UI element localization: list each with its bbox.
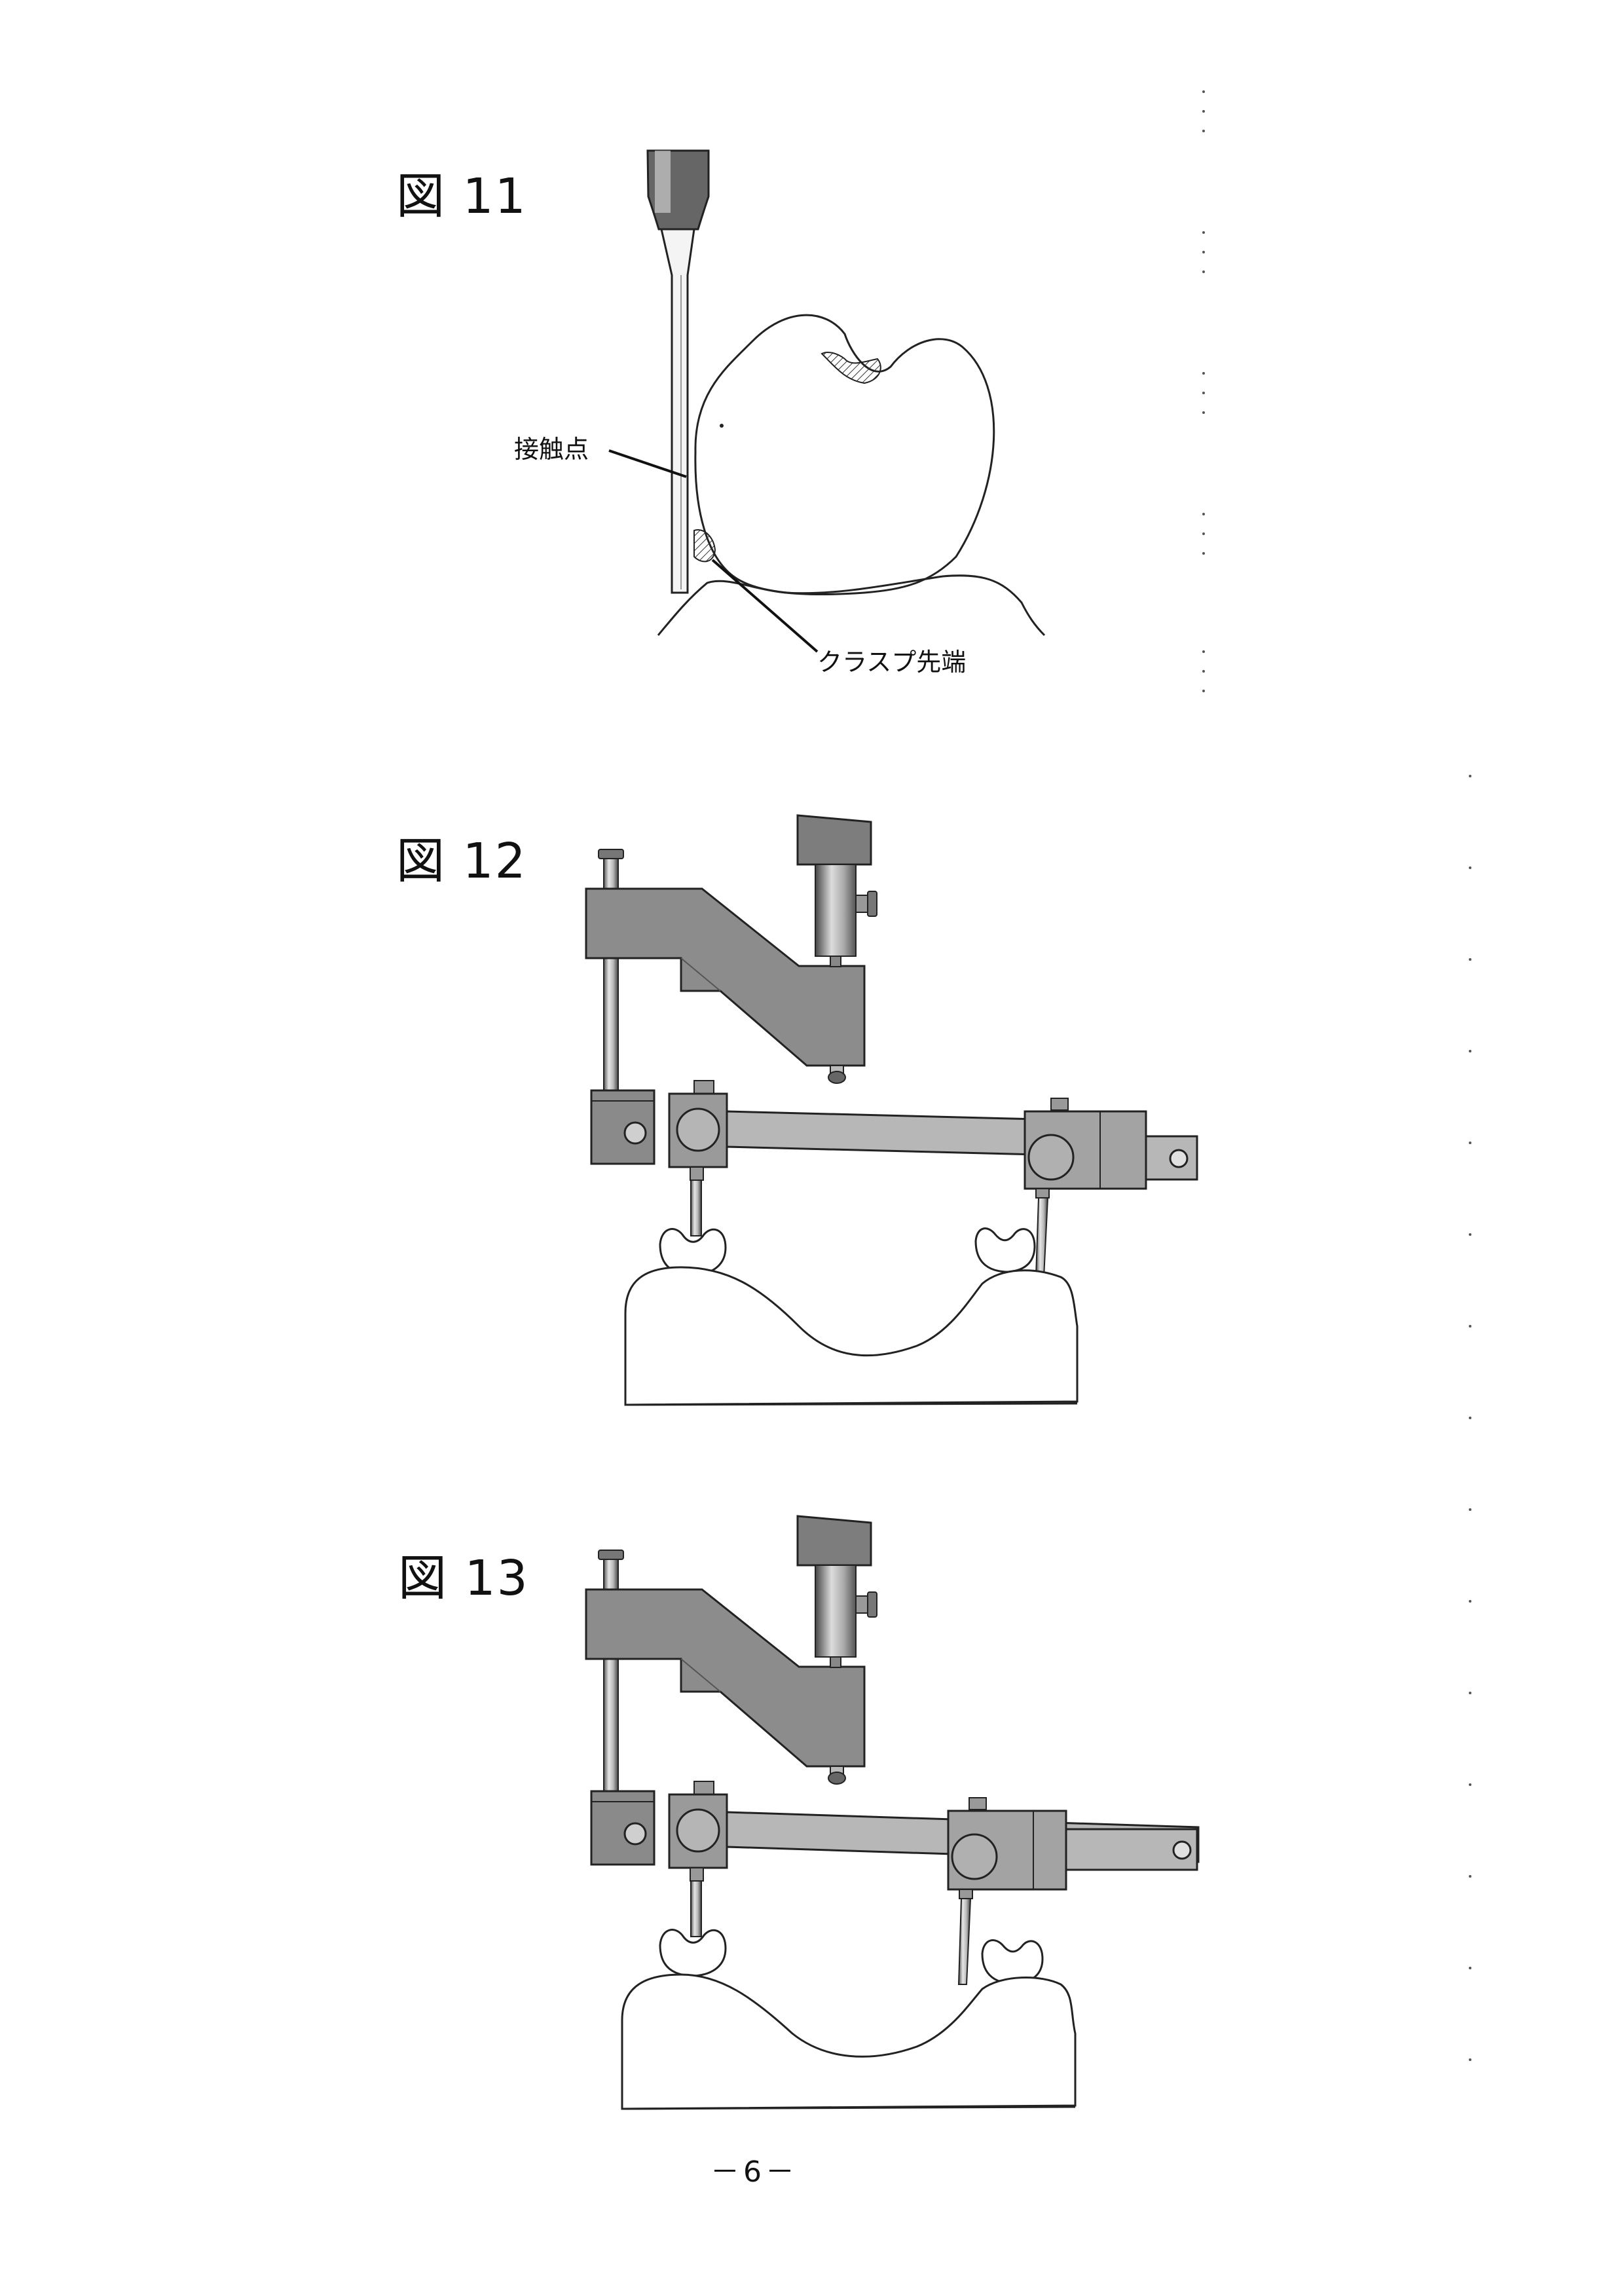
contact-point-label: 接触点 [514, 435, 589, 464]
figure-13-drawing [585, 1515, 1200, 2110]
page-number: －6－ [710, 2155, 798, 2189]
figure-11-label: 図 11 [396, 168, 527, 225]
figure-11-drawing [608, 149, 1046, 653]
figure-13-label: 図 13 [398, 1550, 529, 1607]
margin-marks [1202, 90, 1471, 2061]
figure-12-drawing [585, 814, 1198, 1406]
clasp-tip-label: クラスプ先端 [817, 648, 967, 677]
figure-12-label: 図 12 [396, 833, 527, 889]
